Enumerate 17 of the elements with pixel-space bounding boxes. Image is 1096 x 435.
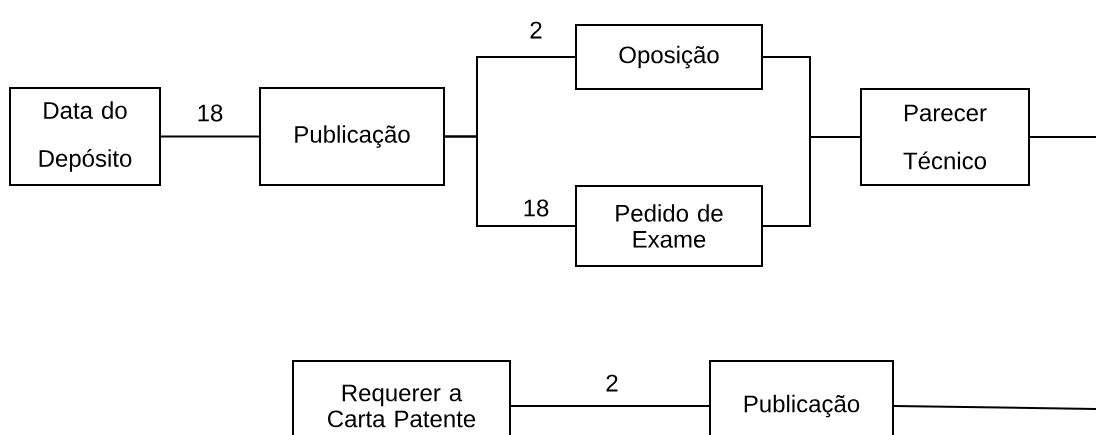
process-box: Requerer a Carta Patente (292, 360, 511, 435)
process-box: Publicação (709, 360, 894, 435)
connector-line (1029, 136, 1096, 138)
connector-line (444, 135, 576, 227)
process-box: Parecer Técnico (860, 88, 1030, 186)
process-box: Publicação (259, 87, 445, 186)
edge-label: 2 (527, 19, 545, 41)
edge-label: 18 (194, 102, 226, 124)
connector-line (893, 405, 1096, 410)
edge-label: 2 (603, 372, 621, 394)
process-box: Oposição (575, 24, 763, 90)
connector-line (762, 136, 861, 227)
process-box: Data do Depósito (9, 87, 161, 186)
connector-line (510, 405, 710, 407)
process-box: Pedido de Exame (575, 185, 763, 267)
connector-line (160, 135, 260, 138)
edge-label: 18 (520, 197, 552, 219)
